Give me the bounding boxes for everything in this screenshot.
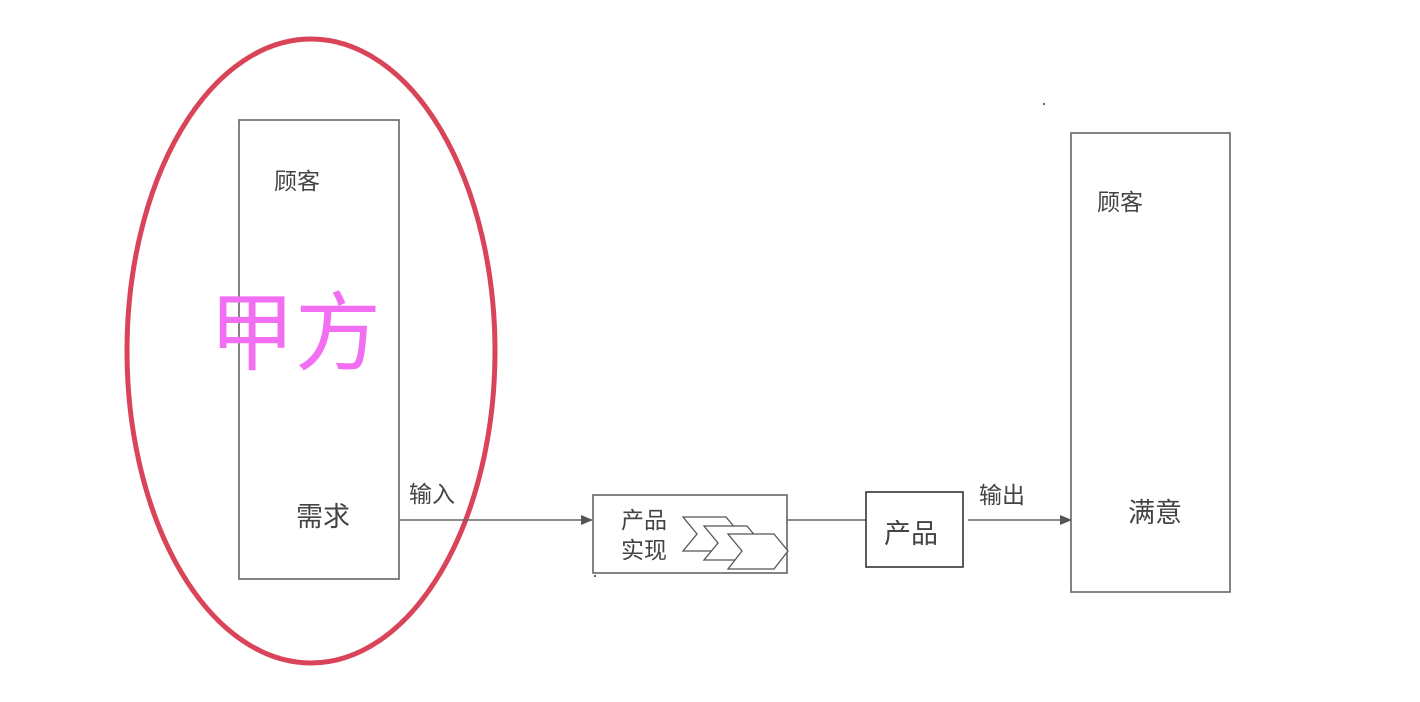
chevron-process-icon	[681, 516, 789, 570]
customer-left-title: 顾客	[274, 169, 320, 195]
output-label: 输出	[979, 483, 1025, 509]
process-label-line1: 产品	[621, 508, 667, 534]
product-realization-box	[592, 494, 788, 574]
input-label: 输入	[409, 482, 455, 508]
product-label: 产品	[884, 519, 938, 550]
party-a-label: 甲方	[209, 284, 381, 384]
customer-right-title: 顾客	[1097, 190, 1143, 216]
stray-mark	[1043, 103, 1045, 105]
stray-mark	[594, 575, 596, 577]
satisfaction-label: 满意	[1128, 498, 1182, 529]
need-label: 需求	[296, 502, 350, 533]
process-label-line2: 实现	[621, 538, 667, 564]
product-box	[865, 491, 964, 568]
customer-satisfaction-box	[1070, 132, 1231, 593]
highlight-ellipse	[124, 36, 498, 666]
customer-need-box	[238, 119, 400, 580]
